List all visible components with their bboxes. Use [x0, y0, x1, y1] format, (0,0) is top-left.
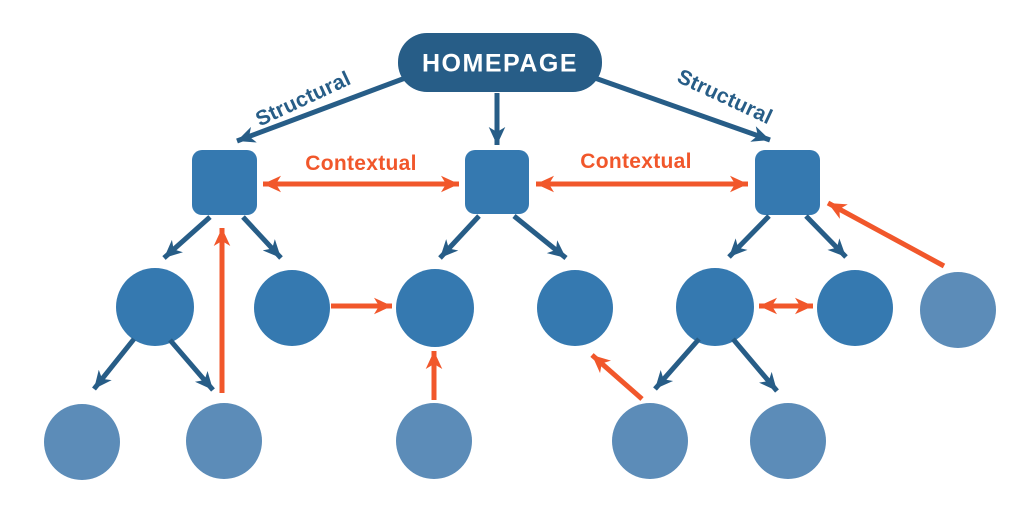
subpage-node-left-2	[186, 403, 262, 479]
page-node-left-1	[116, 268, 194, 346]
page-node-left-2	[254, 270, 330, 346]
category-node-right	[755, 150, 820, 215]
subpage-node-right-1	[612, 403, 688, 479]
homepage-label: HOMEPAGE	[422, 50, 578, 78]
contextual-label-left: Contextual	[305, 152, 417, 175]
contextual-label-right: Contextual	[580, 150, 692, 173]
contextual-arrow-6	[590, 353, 644, 401]
structural-arrow-5	[241, 215, 283, 260]
page-node-right-3	[920, 272, 996, 348]
structural-arrow-12	[653, 337, 701, 391]
page-node-right-1	[676, 268, 754, 346]
structural-arrow-10	[92, 337, 136, 391]
structural-arrow-9	[804, 214, 848, 259]
contextual-arrow-8	[826, 200, 946, 269]
structural-arrow-6	[438, 214, 481, 260]
page-node-middle-1	[396, 269, 474, 347]
structural-arrow-13	[731, 337, 779, 393]
page-node-middle-2	[537, 270, 613, 346]
structural-arrow-4	[162, 215, 212, 260]
page-node-right-2	[817, 270, 893, 346]
structural-arrow-7	[512, 214, 568, 260]
category-node-left	[192, 150, 257, 215]
structural-arrow-1	[236, 74, 409, 144]
subpage-node-right-2	[750, 403, 826, 479]
structural-arrow-11	[168, 338, 215, 392]
structural-arrow-8	[727, 214, 771, 259]
subpage-node-middle-1	[396, 403, 472, 479]
homepage-node	[398, 33, 602, 92]
category-node-middle	[465, 150, 529, 214]
subpage-node-left-1	[44, 404, 120, 480]
structural-arrow-3	[591, 74, 771, 143]
